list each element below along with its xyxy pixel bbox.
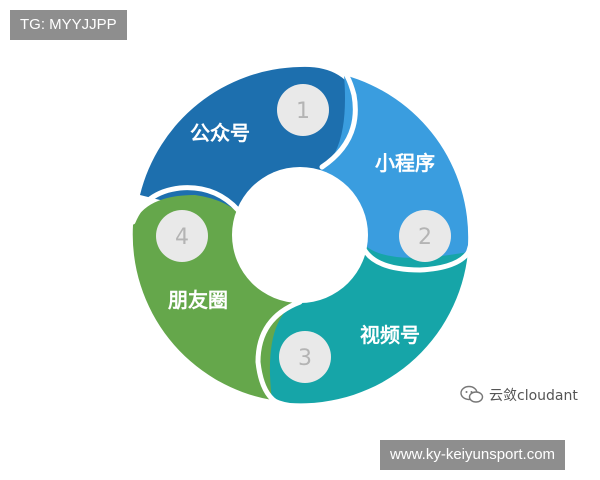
segment-1-number: 1 [296,99,310,124]
chat-bubble-icon [460,385,484,403]
segment-2-label: 小程序 [375,151,435,175]
segment-3-badge: 3 [279,331,331,383]
segment-3-label: 视频号 [360,323,420,347]
watermark: 云敛cloudant [460,385,578,405]
segment-2-number: 2 [418,225,432,250]
segment-1-label: 公众号 [190,121,250,145]
segment-4-label: 朋友圈 [168,288,228,312]
segment-3-number: 3 [298,346,312,371]
site-url-label: www.ky-keiyunsport.com [380,440,566,470]
segment-1-badge: 1 [277,84,329,136]
segment-4-number: 4 [175,225,189,250]
segment-2-badge: 2 [399,210,451,262]
top-tag-label: TG: MYYJJPP [10,10,127,40]
watermark-text: 云敛cloudant [489,388,578,404]
segment-4-badge: 4 [156,210,208,262]
